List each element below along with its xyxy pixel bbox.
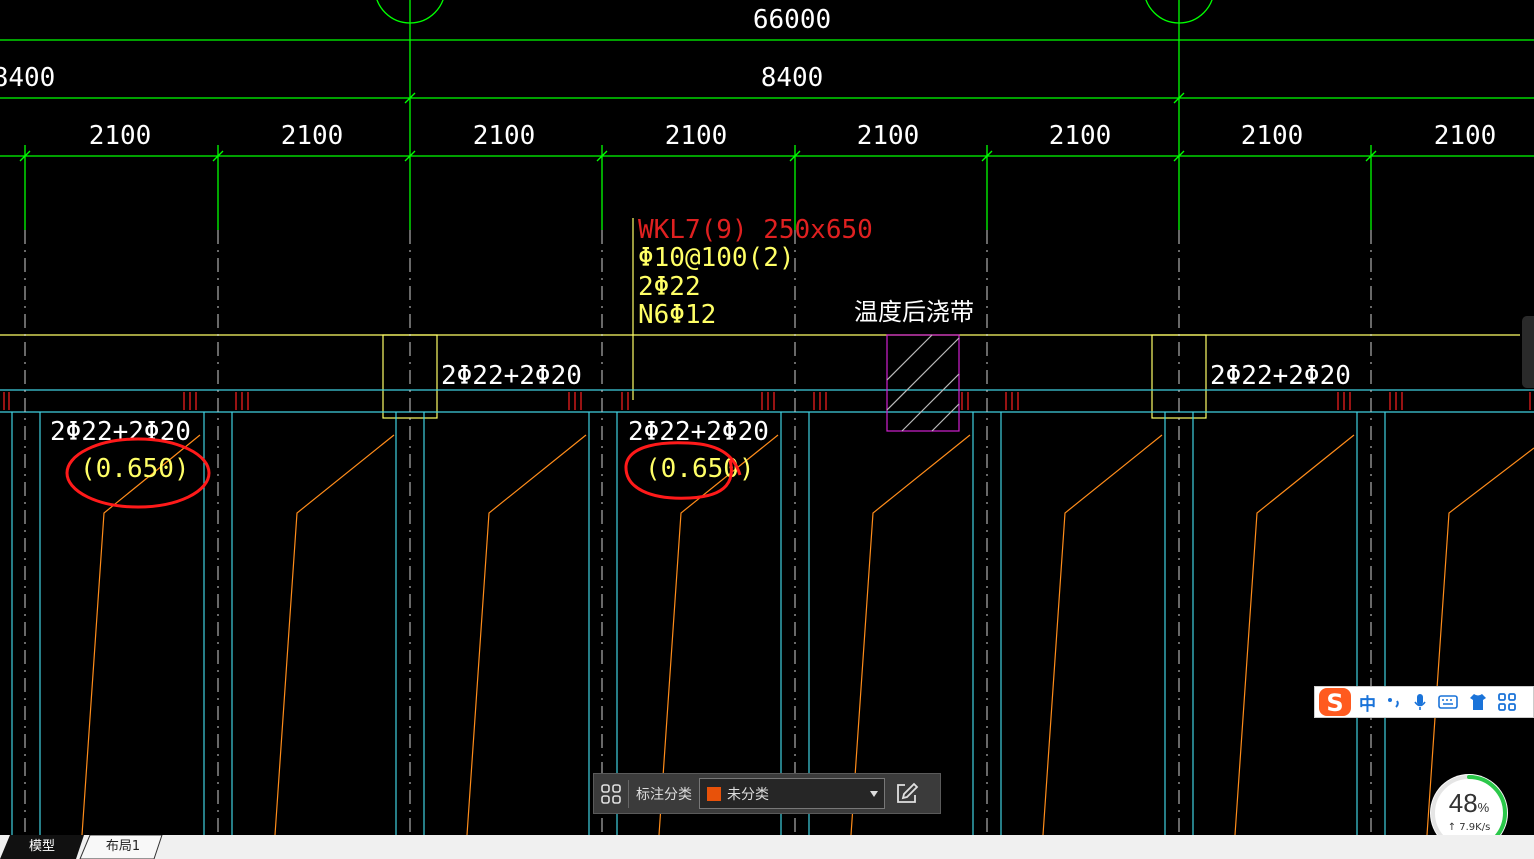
sogou-logo-icon[interactable]: S <box>1317 686 1353 718</box>
category-label: 标注分类 <box>636 786 692 803</box>
post-pour-strip[interactable] <box>886 334 960 432</box>
grid-centerlines <box>24 230 1372 835</box>
skin-icon[interactable] <box>1468 692 1488 712</box>
side-panel-handle[interactable] <box>1522 316 1534 388</box>
column-lines <box>0 389 1534 835</box>
svg-text:S: S <box>1326 689 1343 717</box>
network-monitor-widget[interactable]: 48% ↑ 7.9K/s <box>1428 772 1510 854</box>
tab-shapes <box>0 835 163 859</box>
stirrup-label: Φ10@100(2) <box>638 243 795 273</box>
top-rebar-label: 2Φ22 <box>638 272 701 302</box>
network-upload-speed: ↑ 7.9K/s <box>1447 822 1491 833</box>
keyboard-icon[interactable] <box>1438 692 1458 712</box>
cad-drawing-canvas[interactable]: 66000 8400 8400 2100 2100 2100 2100 2100… <box>0 0 1534 835</box>
bay-dimension-mid: 8400 <box>761 63 824 93</box>
punctuation-icon[interactable] <box>1386 692 1402 712</box>
category-color-swatch <box>707 786 721 801</box>
ime-mode-toggle[interactable]: 中 <box>1359 694 1376 715</box>
tab-model[interactable]: 模型 <box>28 839 55 854</box>
sub-dimension: 2100 <box>665 121 728 151</box>
beam-id-label: WKL7(9) 250x650 <box>638 215 873 245</box>
category-dropdown[interactable]: 未分类 <box>699 778 885 809</box>
microphone-icon[interactable] <box>1412 692 1428 712</box>
rebar-label: 2Φ22+2Φ20 <box>441 361 582 391</box>
network-monitor-ring <box>1430 774 1508 852</box>
rebar-label: 2Φ22+2Φ20 <box>628 417 769 447</box>
stirrup-ticks <box>3 392 1531 410</box>
tab-layout1[interactable]: 布局1 <box>105 839 141 854</box>
side-rebar-label: N6Φ12 <box>638 300 716 330</box>
chevron-down-icon <box>870 791 878 797</box>
sub-dimension: 2100 <box>1049 121 1112 151</box>
sub-dimension: 2100 <box>857 121 920 151</box>
post-pour-strip-label: 温度后浇带 <box>854 298 974 326</box>
edit-icon[interactable] <box>885 774 927 813</box>
overall-dimension: 66000 <box>753 5 831 35</box>
sub-dimension: 2100 <box>1241 121 1304 151</box>
layout-tab-bar: 模型 布局1 <box>0 835 1534 859</box>
network-usage-percent: 48% <box>1448 788 1490 818</box>
markup-circles <box>65 437 742 509</box>
beam-label[interactable]: WKL7(9) 250x650 Φ10@100(2) 2Φ22 N6Φ12 <box>638 215 873 330</box>
bay-dimension-left: 8400 <box>0 63 55 93</box>
sub-dimension: 2100 <box>1434 121 1497 151</box>
rebar-labels: 2Φ22+2Φ20 2Φ22+2Φ20 2Φ22+2Φ20 2Φ22+2Φ20 <box>50 361 1351 447</box>
sub-dimension: 2100 <box>281 121 344 151</box>
markup-circle <box>65 437 211 509</box>
toolbar-separator <box>628 779 629 808</box>
slope-lines <box>81 434 1534 835</box>
sub-dimension: 2100 <box>89 121 152 151</box>
markup-circle <box>624 441 742 500</box>
elevation-label: (0.650) <box>80 454 190 484</box>
sub-dimension: 2100 <box>473 121 536 151</box>
grid-icon[interactable] <box>594 774 628 813</box>
elevation-labels: (0.650) (0.650) <box>80 454 755 484</box>
ime-toolbar: S 中 <box>1314 686 1534 718</box>
dimension-lines <box>0 0 1534 230</box>
annotation-category-toolbar: 标注分类 未分类 <box>593 773 941 814</box>
rebar-label: 2Φ22+2Φ20 <box>1210 361 1351 391</box>
category-dropdown-value: 未分类 <box>727 786 769 803</box>
dimension-texts: 66000 8400 8400 2100 2100 2100 2100 2100… <box>0 5 1496 151</box>
menu-icon[interactable] <box>1498 693 1516 711</box>
